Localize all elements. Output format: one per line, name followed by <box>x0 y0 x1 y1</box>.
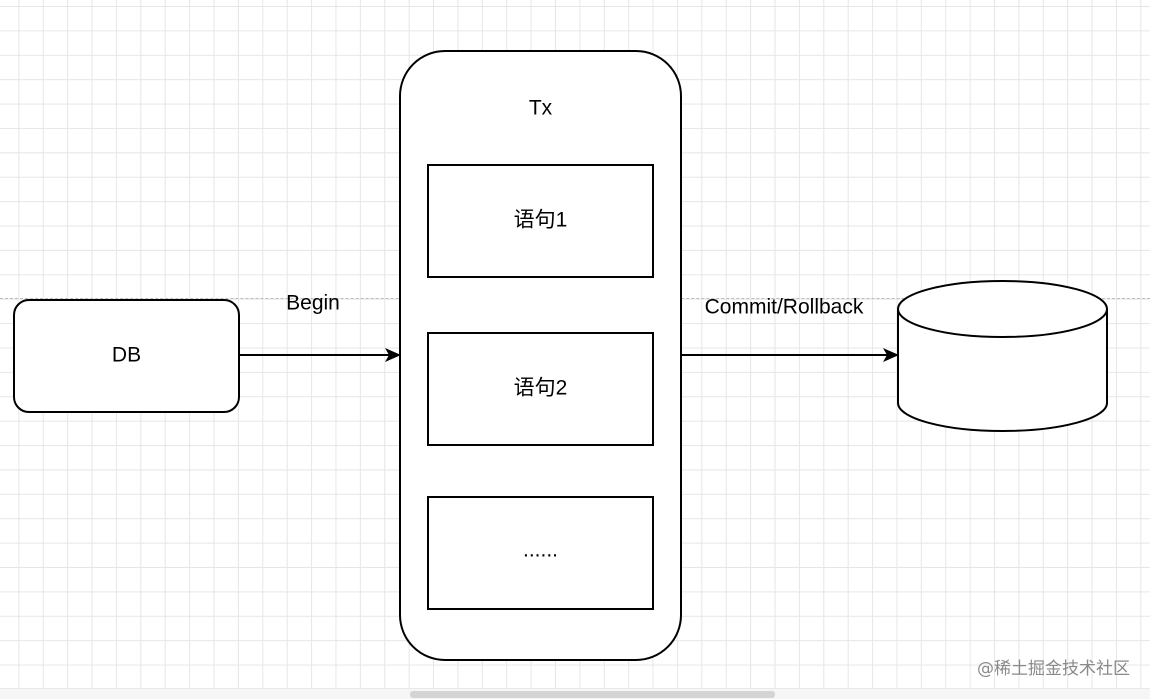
cylinder-top[interactable] <box>897 280 1108 338</box>
node-stmt-3[interactable]: ...... <box>427 496 654 610</box>
cylinder-body[interactable] <box>897 309 1108 432</box>
node-stmt-1[interactable]: 语句1 <box>427 164 654 278</box>
node-storage-cylinder[interactable] <box>897 280 1108 432</box>
node-tx-label: Tx <box>529 97 553 120</box>
edge-begin-label: Begin <box>286 292 340 315</box>
node-stmt-1-shape[interactable] <box>427 164 654 278</box>
edge-commit-rollback-label: Commit/Rollback <box>705 296 864 319</box>
edge-begin[interactable]: Begin <box>239 292 401 362</box>
node-db-label: DB <box>112 344 141 367</box>
edge-commit-rollback[interactable]: Commit/Rollback <box>681 296 899 362</box>
watermark-text: @稀土掘金技术社区 <box>977 659 1130 679</box>
node-stmt-3-shape[interactable] <box>427 496 654 610</box>
node-stmt-2[interactable]: 语句2 <box>427 332 654 446</box>
node-stmt-2-shape[interactable] <box>427 332 654 446</box>
node-stmt-2-label: 语句2 <box>514 377 568 400</box>
horizontal-scrollbar-thumb[interactable] <box>410 691 775 698</box>
node-stmt-3-label: ...... <box>523 539 558 562</box>
node-db[interactable]: DB <box>13 299 240 413</box>
node-stmt-1-label: 语句1 <box>514 209 568 232</box>
